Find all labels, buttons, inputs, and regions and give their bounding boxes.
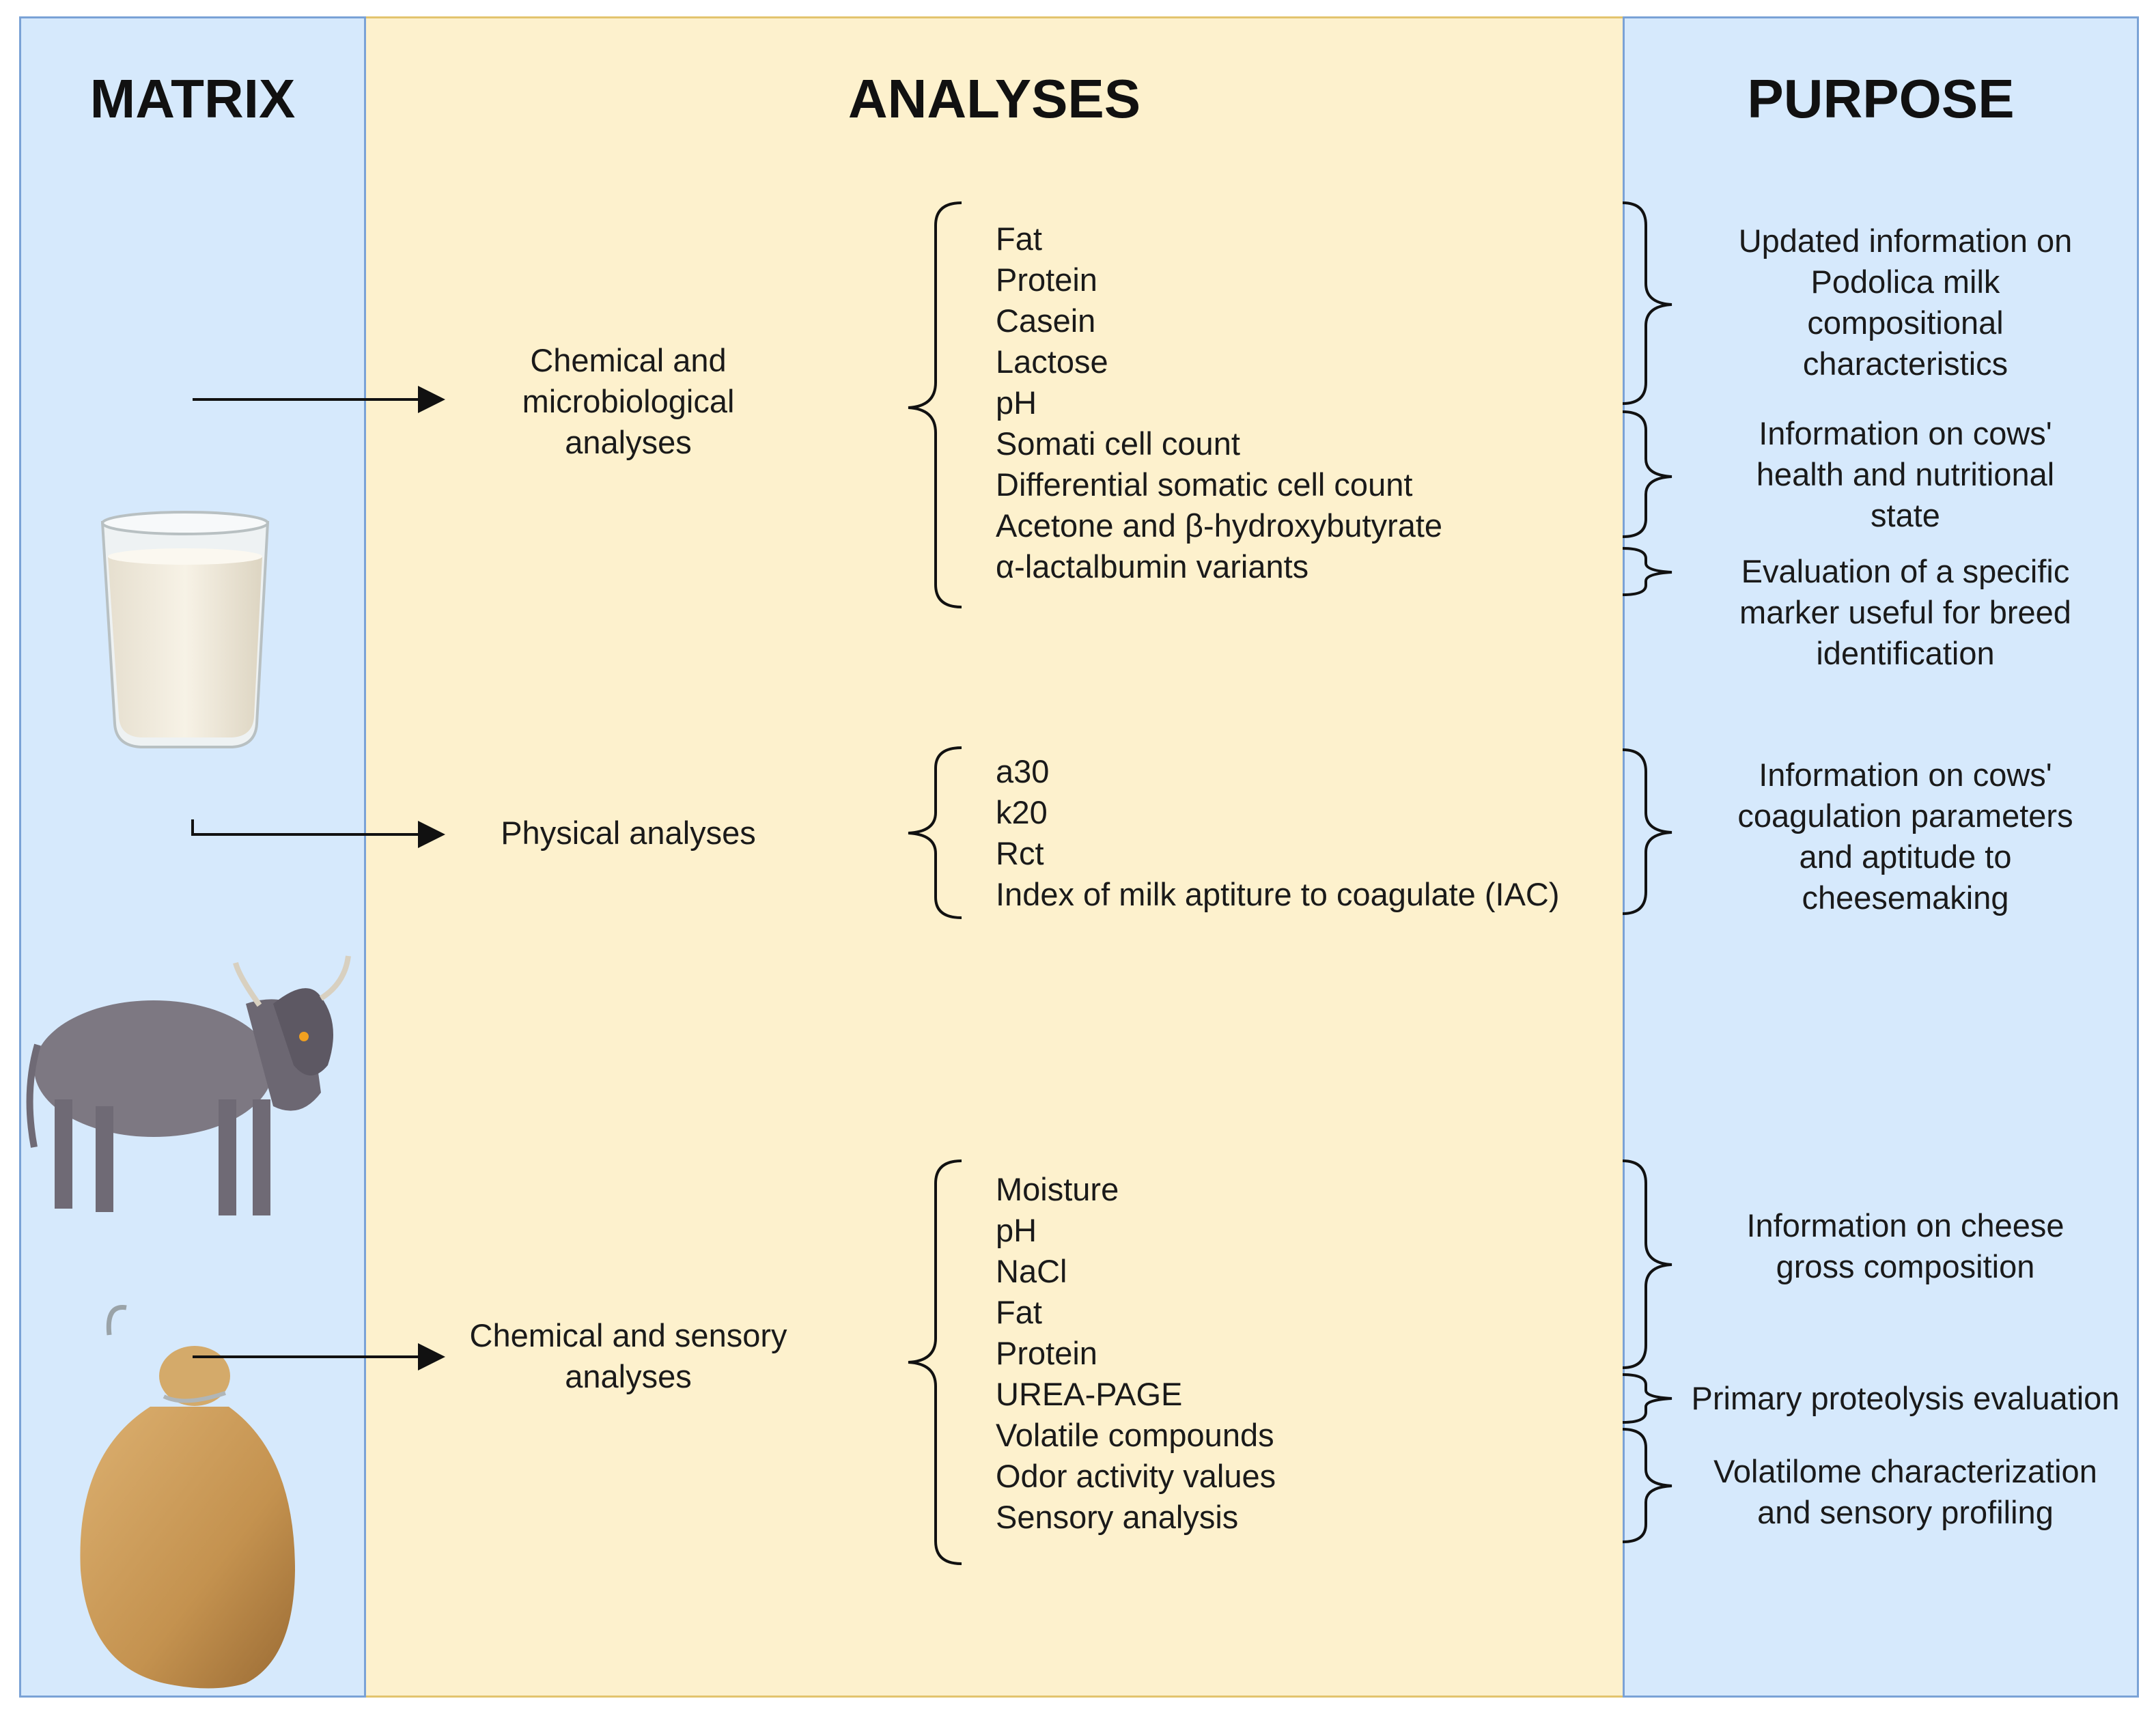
purpose-coagulation: Information on cows' coagulation paramet… — [1737, 757, 2073, 916]
brace-p3 — [1622, 547, 1672, 596]
purpose-header: PURPOSE — [1747, 68, 2015, 129]
list-item: Differential somatic cell count — [996, 466, 1413, 503]
list-item: Fat — [996, 221, 1042, 257]
list-item: Lactose — [996, 343, 1108, 380]
list-item: α-lactalbumin variants — [996, 548, 1309, 585]
list-item: Index of milk aptiture to coagulate (IAC… — [996, 876, 1560, 912]
list-item: Somati cell count — [996, 425, 1240, 462]
purpose-cow-health: Information on cows' health and nutritio… — [1756, 415, 2055, 533]
list-item: pH — [996, 384, 1037, 421]
list-item: Odor activity values — [996, 1458, 1276, 1494]
purpose-milk-composition: Updated information on Podolica milk com… — [1738, 223, 2073, 382]
list-item: k20 — [996, 794, 1048, 830]
list-item: NaCl — [996, 1253, 1067, 1289]
list-item: Rct — [996, 835, 1044, 871]
brace-p2 — [1622, 410, 1672, 538]
list-item: UREA-PAGE — [996, 1376, 1183, 1412]
list-milk-physical: a30 k20 Rct Index of milk aptiture to co… — [996, 751, 1560, 915]
brace-cheese — [908, 1159, 962, 1565]
analyses-panel — [366, 16, 1623, 1698]
list-item: Protein — [996, 1335, 1097, 1371]
analyses-header: ANALYSES — [848, 68, 1141, 129]
brace-p6 — [1622, 1373, 1672, 1424]
brace-p1 — [1622, 201, 1672, 405]
caciocavallo-cheese-icon — [80, 1305, 295, 1689]
matrix-header: MATRIX — [89, 68, 296, 129]
cow-icon — [26, 955, 351, 1215]
list-item: a30 — [996, 753, 1050, 789]
purpose-cheese-composition: Information on cheese gross composition — [1746, 1207, 2064, 1284]
list-item: pH — [996, 1212, 1037, 1248]
label-milk-physical: Physical analyses — [501, 815, 756, 851]
brace-p5 — [1622, 1159, 1672, 1369]
brace-p7 — [1622, 1428, 1672, 1543]
list-item: Moisture — [996, 1171, 1119, 1207]
list-item: Sensory analysis — [996, 1499, 1239, 1535]
list-item: Casein — [996, 303, 1096, 339]
brace-p4 — [1622, 748, 1672, 915]
purpose-volatilome: Volatilome characterization and sensory … — [1713, 1453, 2097, 1530]
arrow-milk-physical — [191, 819, 445, 848]
list-cheese: Moisture pH NaCl Fat Protein UREA-PAGE V… — [996, 1169, 1276, 1538]
label-cheese-analyses: Chemical and sensory analyses — [469, 1317, 787, 1394]
list-item: Acetone and β-hydroxybutyrate — [996, 507, 1443, 544]
milk-glass-icon — [100, 511, 270, 748]
purpose-proteolysis: Primary proteolysis evaluation — [1691, 1380, 2120, 1416]
brace-milk-chemical — [908, 201, 962, 608]
label-milk-chemical: Chemical and microbiological analyses — [522, 342, 735, 460]
list-item: Volatile compounds — [996, 1417, 1274, 1453]
purpose-breed-marker: Evaluation of a specific marker useful f… — [1739, 553, 2071, 671]
list-item: Fat — [996, 1294, 1042, 1330]
list-item: Protein — [996, 262, 1097, 298]
list-milk-chemical: Fat Protein Casein Lactose pH Somati cel… — [996, 219, 1442, 587]
brace-milk-physical — [908, 746, 962, 919]
purpose-panel — [1623, 16, 2139, 1698]
